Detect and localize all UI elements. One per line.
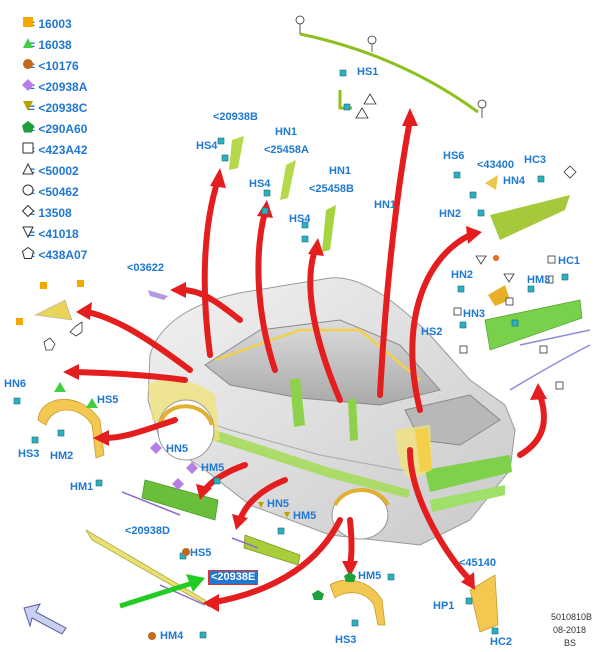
legend-item-16003: = 16003: [22, 16, 72, 32]
callout-25458a: <25458A: [264, 144, 309, 156]
callout-hn2: HN2: [439, 208, 462, 220]
callout-hm1: HM1: [70, 481, 94, 493]
callout-hs4: HS4: [196, 140, 218, 152]
callout-hp1: HP1: [433, 600, 455, 612]
green-pointer-arrow: [119, 574, 205, 609]
legend-label: = <50002: [28, 164, 79, 178]
callout-hn4: HN4: [503, 175, 526, 187]
callout-hs1: HS1: [357, 66, 379, 78]
fastener-markers: [13, 69, 569, 639]
legend-label: = <438A07: [28, 248, 88, 262]
legend-item-41018: = <41018: [22, 226, 79, 242]
legend-label: = <20938C: [28, 101, 88, 115]
triangle-up-icon: [23, 38, 33, 48]
callout-25458b: <25458B: [309, 183, 354, 195]
legend-item-50462: = <50462: [22, 184, 79, 200]
callout-hs4: HS4: [289, 213, 311, 225]
callout-43400: <43400: [477, 159, 515, 171]
legend-item-438a07: = <438A07: [22, 247, 87, 263]
callout-hs4: HS4: [249, 178, 271, 190]
callout-hn1: HN1: [374, 199, 397, 211]
triangle-down-outline-icon: [22, 226, 34, 238]
callout-hs3: HS3: [335, 634, 357, 646]
red-arrow-heads: [63, 108, 547, 612]
legend-label: = <50462: [28, 185, 79, 199]
callout-45140: <45140: [459, 557, 497, 569]
diamond-icon: [22, 79, 34, 91]
callout-hn2: HN2: [451, 269, 474, 281]
callout-hm4: HM4: [160, 630, 184, 642]
callout-hm5: HM5: [293, 510, 317, 522]
legend-item-20938c: = <20938C: [22, 100, 87, 116]
circle-outline-icon: [22, 184, 34, 196]
drawing-initials: BS: [563, 638, 576, 648]
callout-hm5: HM5: [358, 570, 382, 582]
legend-item-423a42: = <423A42: [22, 142, 87, 158]
callout-hc1: HC1: [558, 255, 581, 267]
callout-hn1: HN1: [275, 126, 298, 138]
callout-hs6: HS6: [443, 150, 465, 162]
square-outline-icon: [22, 142, 34, 154]
legend-item-50002: = <50002: [22, 163, 79, 179]
square-icon: [23, 17, 33, 27]
legend-label: = <41018: [28, 227, 79, 241]
callout-hs5: HS5: [190, 547, 212, 559]
callout-20938e-highlighted: <20938E: [208, 570, 259, 585]
legend-item-20938a: = <20938A: [22, 79, 87, 95]
drawing-code: 5010810B: [550, 612, 592, 622]
callout-hm2: HM2: [50, 450, 74, 462]
legend-label: = 16003: [28, 17, 72, 31]
vehicle-illustration: [147, 277, 516, 546]
legend-label: = 13508: [28, 206, 72, 220]
triangle-up-outline-icon: [22, 163, 34, 175]
legend-label: = 16038: [28, 38, 72, 52]
callout-hn5: HN5: [267, 498, 290, 510]
pentagon-outline-icon: [22, 247, 34, 259]
callout-hn5: HN5: [166, 443, 189, 455]
key-symbol-markers: [16, 15, 577, 640]
callout-hs5: HS5: [97, 394, 119, 406]
legend-item-10176: = <10176: [22, 58, 79, 74]
callout-03622: <03622: [127, 262, 165, 274]
callout-20938d: <20938D: [125, 525, 170, 537]
callout-20938b: <20938B: [213, 111, 258, 123]
legend-label: = <20938A: [28, 80, 88, 94]
callout-hn3: HN3: [463, 308, 486, 320]
callout-hm5: HM5: [201, 462, 225, 474]
legend-item-16038: = 16038: [22, 37, 72, 53]
callout-hc3: HC3: [524, 154, 547, 166]
legend-label: = <290A60: [28, 122, 88, 136]
legend-item-290a60: = <290A60: [22, 121, 87, 137]
triangle-down-icon: [23, 101, 33, 111]
legend-label: = <10176: [28, 59, 79, 73]
circle-icon: [23, 59, 33, 69]
callout-hn1: HN1: [329, 165, 352, 177]
pentagon-icon: [22, 121, 34, 133]
diamond-outline-icon: [22, 205, 34, 217]
legend-item-13508: = 13508: [22, 205, 72, 221]
callout-hc2: HC2: [490, 636, 513, 648]
view-direction-arrow-icon: [23, 603, 67, 635]
callout-hn6: HN6: [4, 378, 27, 390]
callout-hs2: HS2: [421, 326, 443, 338]
drawing-date: 08-2018: [552, 625, 586, 635]
callout-hm3: HM3: [527, 274, 551, 286]
callout-hs3: HS3: [18, 448, 40, 460]
legend-label: = <423A42: [28, 143, 88, 157]
